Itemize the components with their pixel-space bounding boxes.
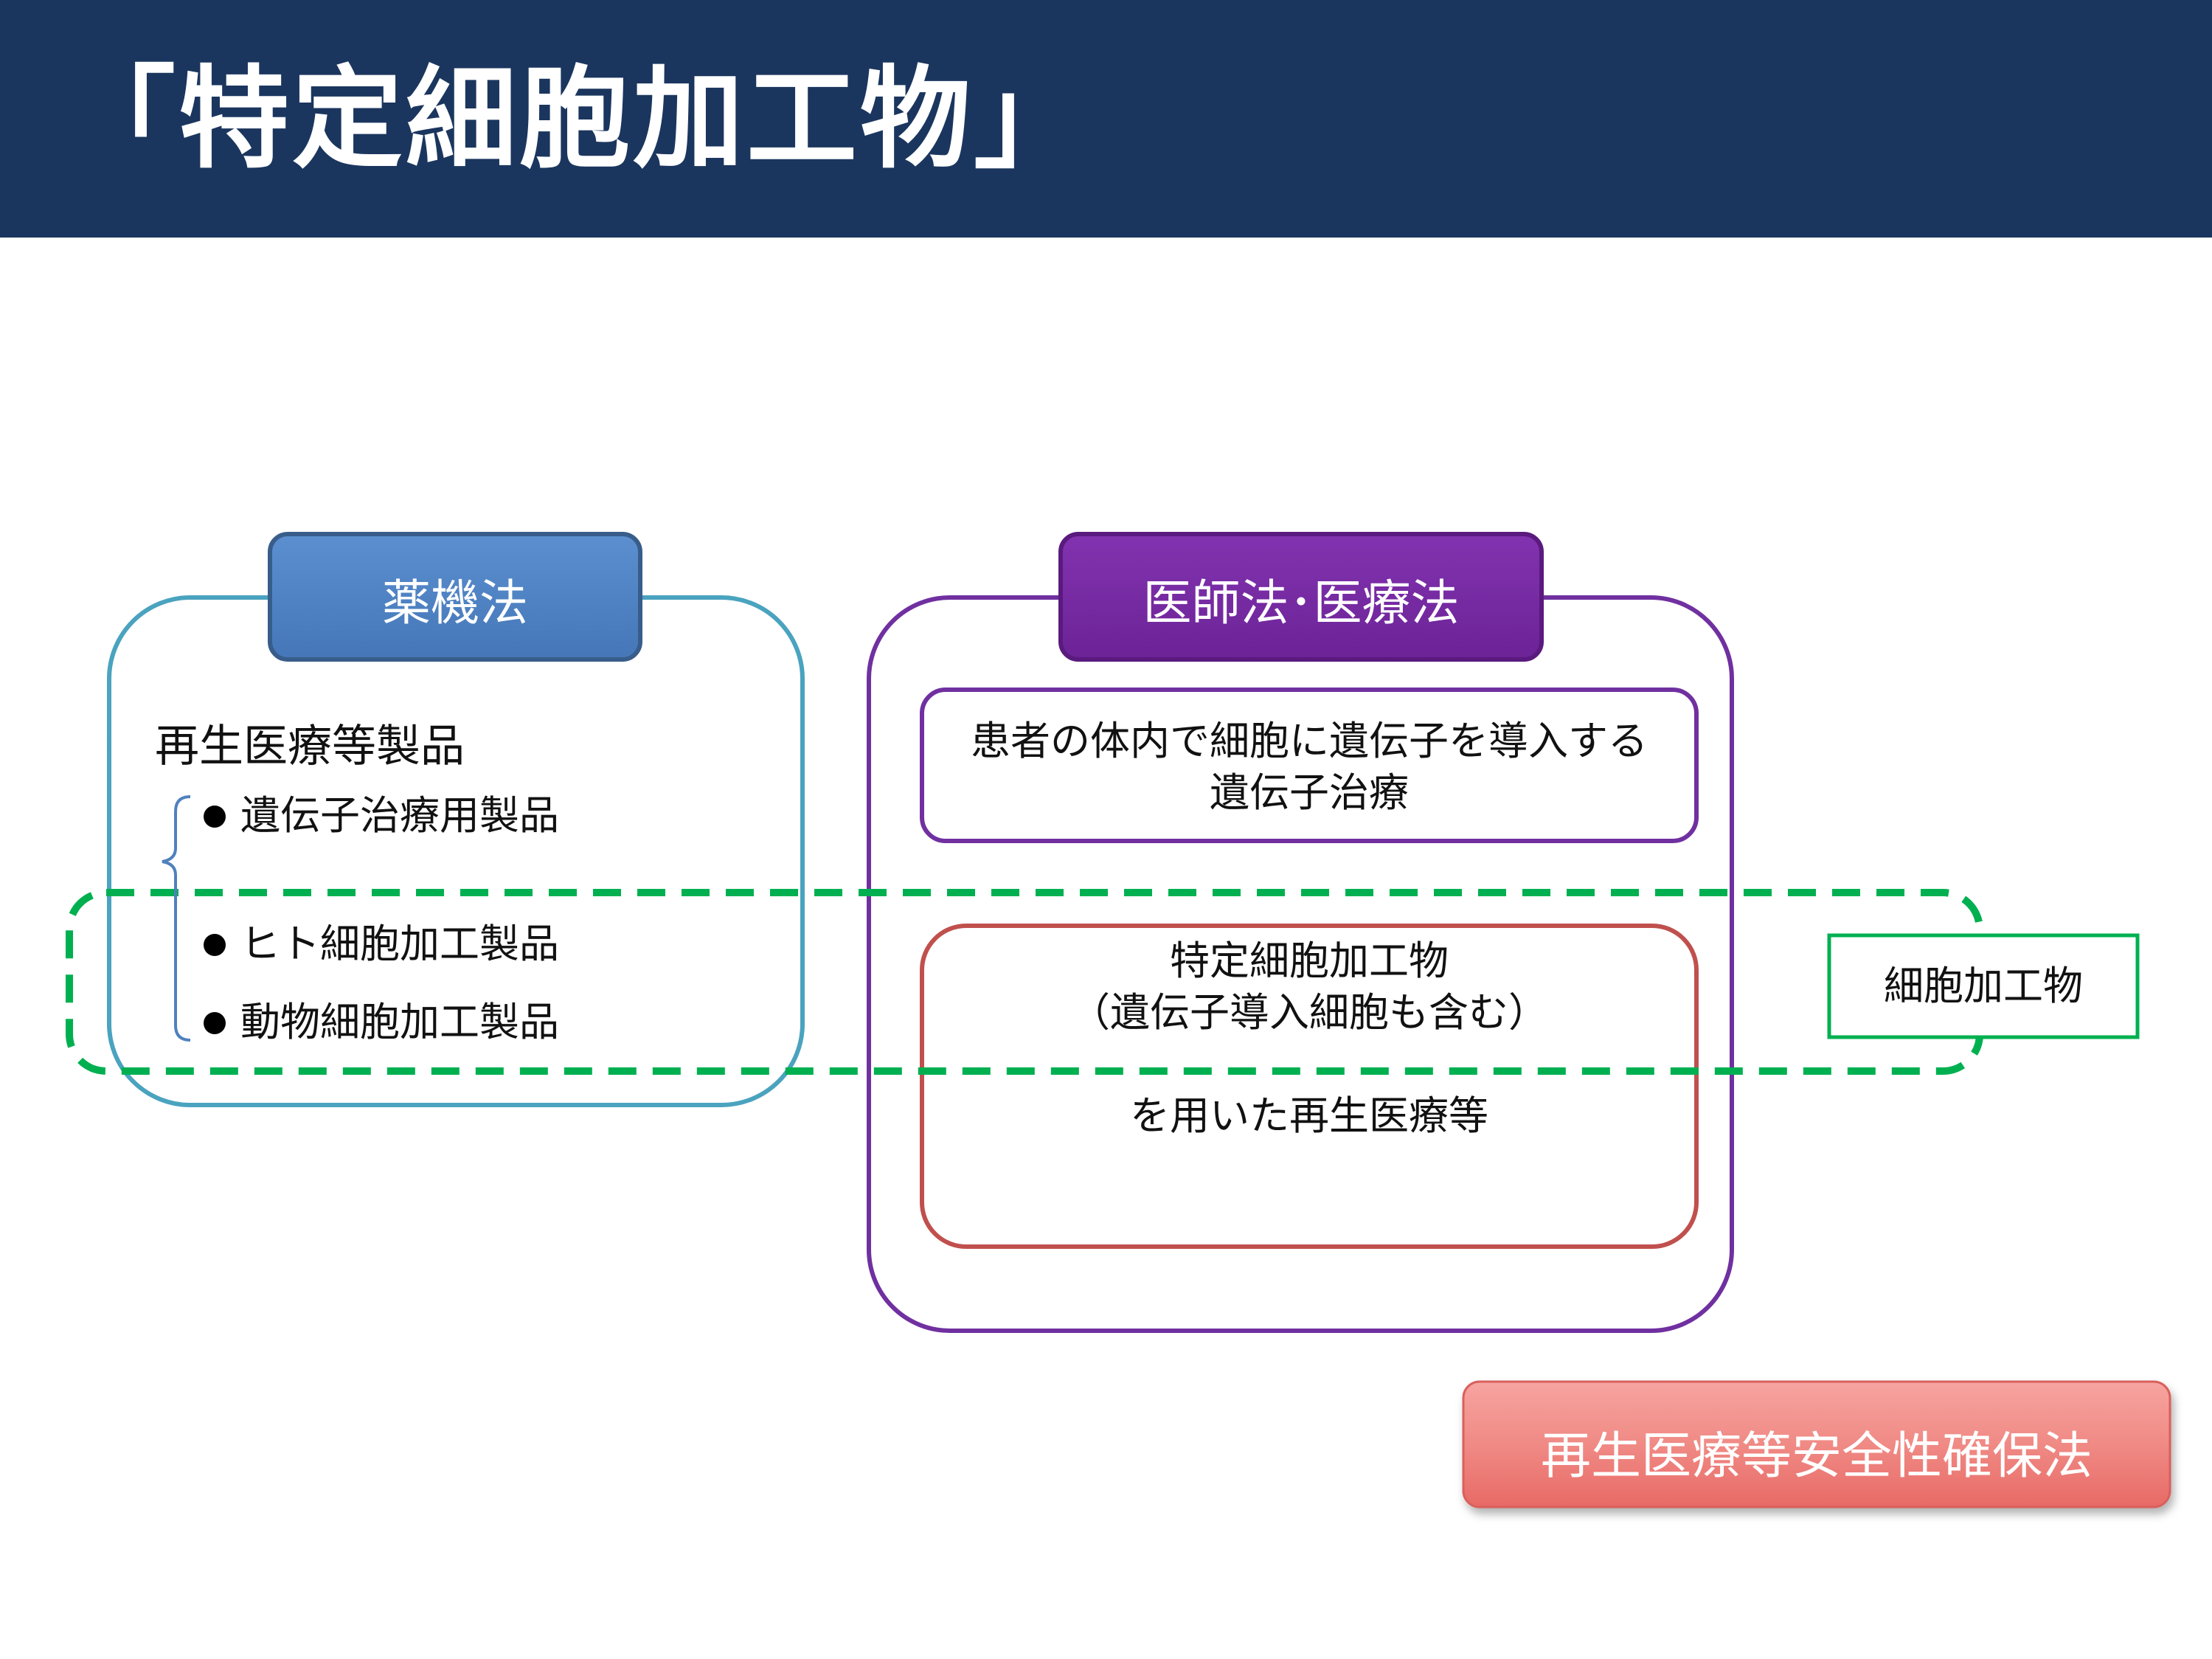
gene-therapy-line1: 患者の体内で細胞に遺伝子を導入する	[971, 718, 1648, 764]
gene-therapy-box	[920, 688, 1699, 843]
bullet-icon	[204, 934, 226, 956]
human-cell-product: ヒト細胞加工製品	[240, 921, 559, 967]
cell-processed-label: 細胞加工物	[1884, 963, 2083, 1009]
specified-cell-box	[920, 924, 1699, 1249]
safety-act-label: 再生医療等安全性確保法	[1540, 1427, 2093, 1486]
safety-act-box	[1462, 1380, 2171, 1509]
slide-title: 「特定細胞加工物」	[65, 55, 1088, 184]
animal-cell-product: 動物細胞加工製品	[240, 999, 559, 1045]
cell-processed-region	[66, 889, 1983, 1075]
specified-cell-line2: （遺伝子導入細胞も含む）	[1070, 989, 1548, 1036]
bullet-icon	[204, 806, 226, 828]
specified-cell-line3: を用いた再生医療等	[1130, 1092, 1488, 1139]
gene-therapy-product: 遺伝子治療用製品	[240, 792, 559, 839]
ishi-tab	[1058, 532, 1544, 662]
cell-processed-box	[1827, 933, 2140, 1039]
yakki-tab	[268, 532, 642, 662]
gene-therapy-line2: 遺伝子治療	[1210, 769, 1409, 816]
bullet-icon	[204, 1012, 226, 1034]
product-group-brace-icon	[162, 795, 191, 1042]
title-bar: 「特定細胞加工物」	[0, 0, 2212, 238]
yakki-tab-label: 薬機法	[382, 575, 528, 631]
ishi-tab-label: 医師法･医療法	[1143, 575, 1460, 631]
regenerative-products-heading: 再生医療等製品	[155, 721, 465, 772]
specified-cell-line1: 特定細胞加工物	[1170, 938, 1449, 984]
